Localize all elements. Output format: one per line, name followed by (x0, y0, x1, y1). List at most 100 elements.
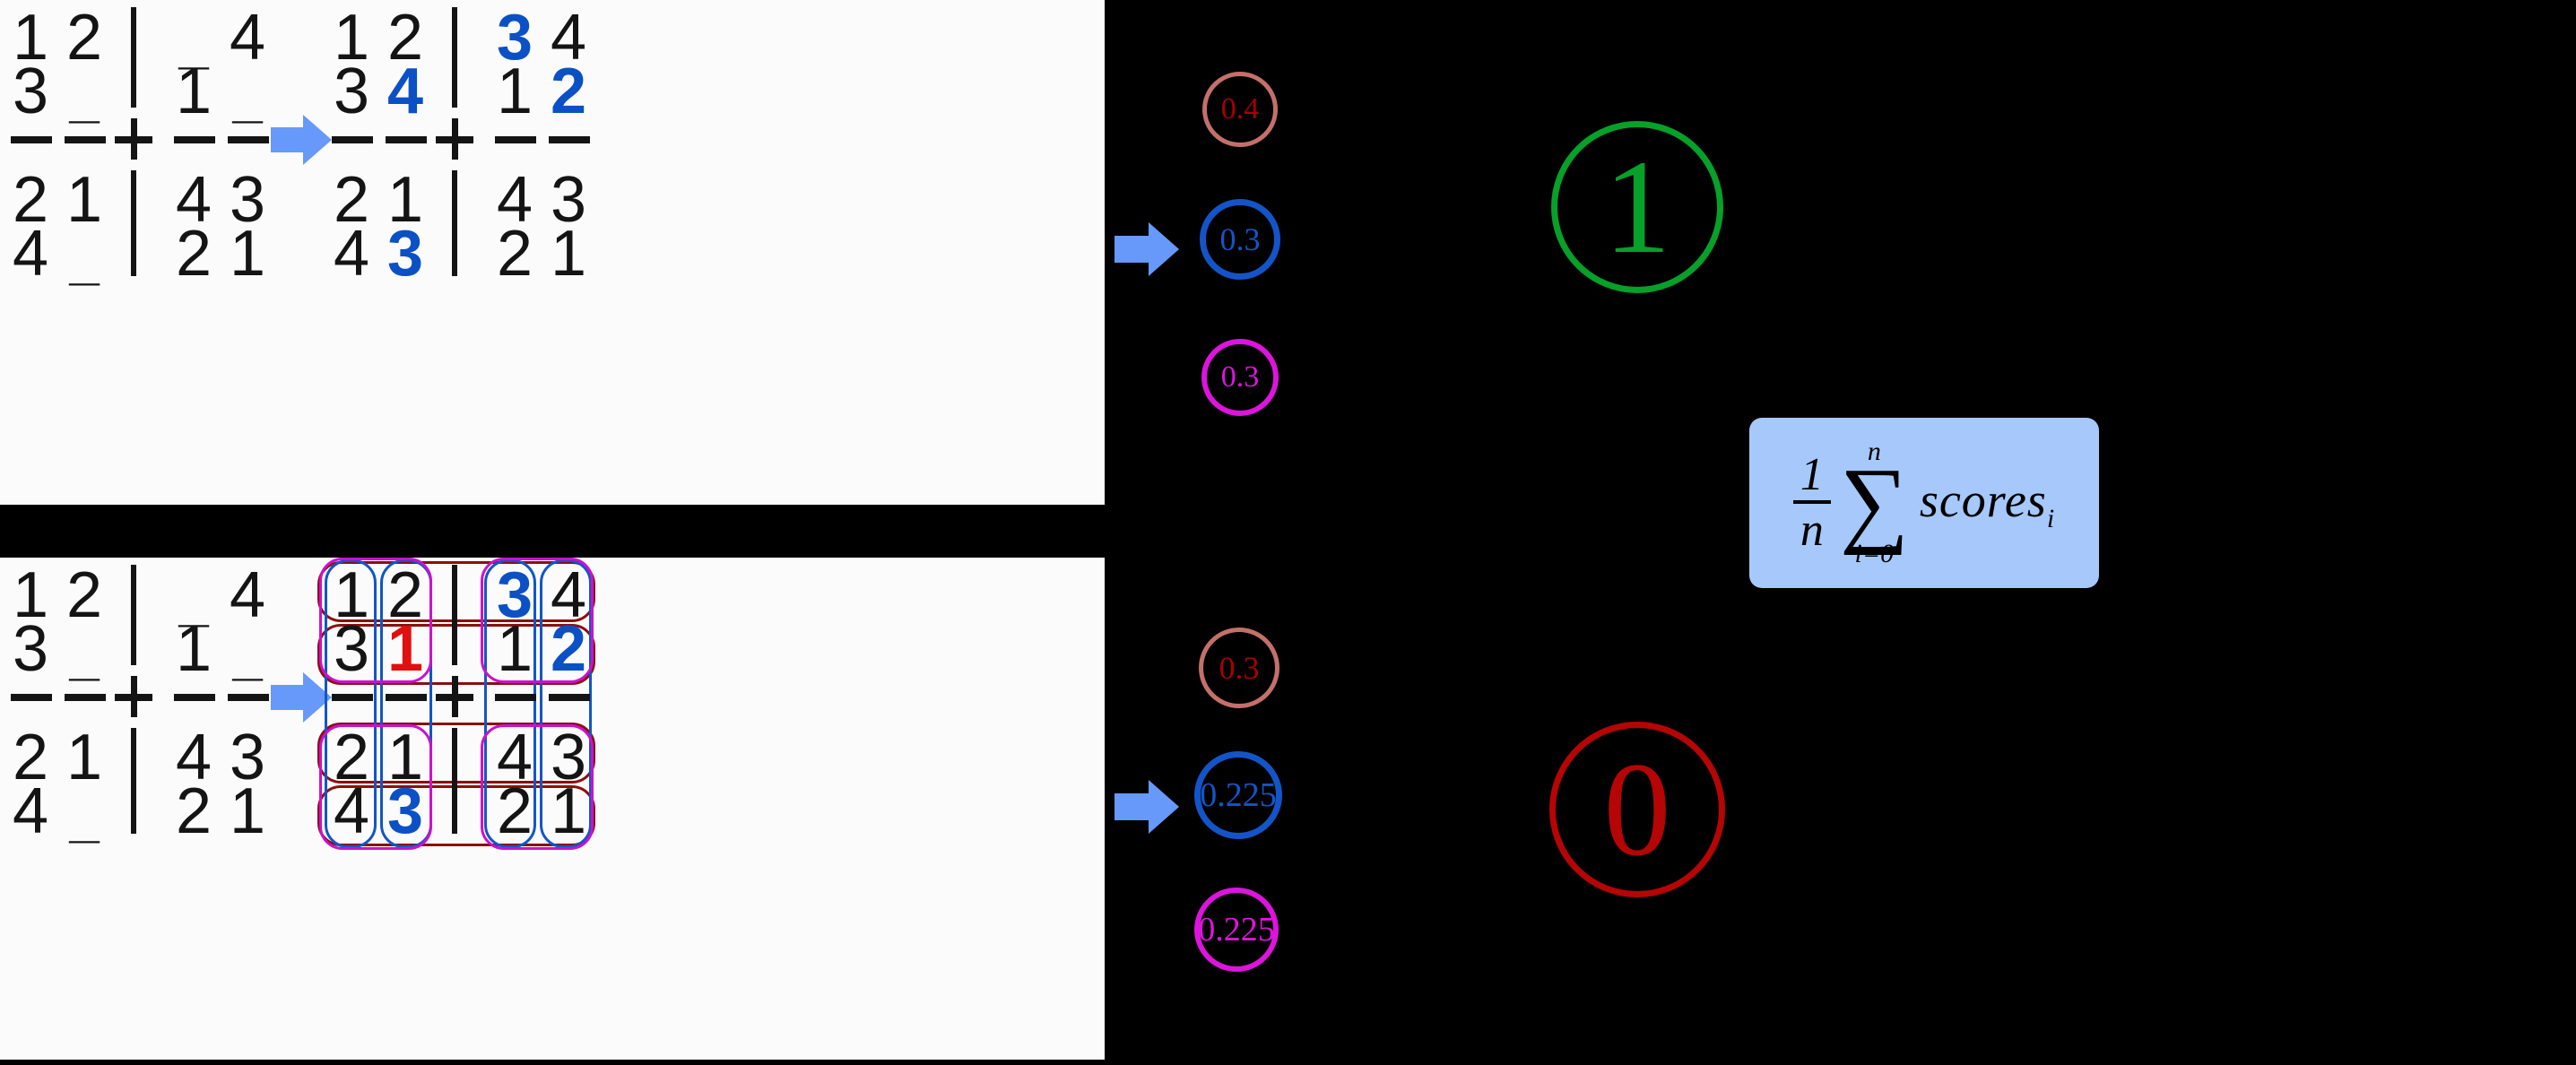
grid-horizontal-separator (495, 694, 536, 701)
puzzle-cell-r2c4: _ (232, 626, 263, 686)
attempt-cell-r4c3: 2 (496, 775, 533, 847)
grid-horizontal-separator (332, 136, 373, 143)
formula-expression: 1 n n ∑ i=0 scoresi (1792, 436, 2056, 567)
puzzle-cell-r1c3: _ (178, 572, 209, 632)
puzzle-cell-r1c2: 2 (65, 2, 103, 74)
puzzle-cell-r4c2: _ (69, 230, 100, 290)
puzzle-cell-r1c1: 1 (12, 559, 49, 631)
grid-horizontal-separator (549, 136, 590, 143)
attempt-cell-r3c4: 3 (550, 722, 587, 793)
attempt-grid-bottom: 1 2 3 4 3 1 1 2 2 1 4 3 4 3 2 1 (0, 558, 1105, 1060)
solution-cell-r1c1: 1 (333, 2, 370, 74)
puzzle-cell-r3c4: 3 (229, 722, 266, 793)
solution-cell-r3c2: 1 (386, 164, 424, 236)
right-arrow-icon (271, 672, 332, 723)
score-circle-row-bottom: 0.3 (1199, 628, 1279, 708)
right-arrow-icon-top (1115, 222, 1179, 276)
puzzle-cell-r2c2: _ (69, 626, 100, 686)
score-circle-column-top: 0.3 (1200, 199, 1280, 280)
grid-cross-separator (131, 118, 137, 160)
attempt-cell-r3c2: 1 (386, 722, 424, 793)
solution-cell-r4c4: 1 (550, 218, 587, 290)
grid-cross-separator (131, 676, 137, 717)
attempt-cell-r1c1: 1 (333, 559, 370, 631)
grid-horizontal-separator (65, 694, 106, 701)
puzzle-cell-r4c3: 2 (175, 218, 212, 290)
puzzle-cell-r4c4: 1 (229, 775, 266, 847)
score-circle-row-top: 0.4 (1202, 72, 1278, 147)
formula-term-text: scores (1919, 472, 2047, 527)
puzzle-cell-r2c2: _ (69, 68, 100, 128)
solution-cell-r2c2: 4 (386, 56, 424, 127)
puzzle-cell-r3c1: 2 (12, 164, 49, 236)
puzzle-cell-r3c3: 4 (175, 164, 212, 236)
puzzle-cell-r4c3: 2 (175, 775, 212, 847)
solution-cell-r4c1: 4 (333, 218, 370, 290)
fraction-bar (1792, 500, 1831, 505)
grid-horizontal-separator (11, 694, 52, 701)
solution-cell-r3c1: 2 (333, 164, 370, 236)
score-circle-column-bottom: 0.225 (1194, 751, 1282, 839)
column-annotation-3 (484, 559, 536, 848)
grid-vertical-separator (131, 170, 136, 276)
column-annotation-1 (325, 559, 377, 848)
right-arrow-icon (271, 115, 332, 165)
grid-vertical-separator (131, 7, 136, 108)
grid-horizontal-separator (386, 136, 427, 143)
grid-horizontal-separator (174, 136, 215, 143)
solution-cell-r3c4: 3 (550, 164, 587, 236)
attempt-cell-r4c1: 4 (333, 775, 370, 847)
box-annotation-1 (319, 558, 432, 683)
grid-vertical-separator (452, 170, 457, 276)
puzzle-grid-top: 1 2 _ 4 3 _ 1 _ 2 1 4 3 4 _ 2 1 (0, 0, 1105, 505)
puzzle-cell-r3c2: 1 (65, 722, 103, 793)
puzzle-cell-r4c4: 1 (229, 218, 266, 290)
attempt-cell-r2c3: 1 (496, 613, 533, 685)
verdict-circle-incorrect: 0 (1549, 722, 1725, 897)
box-annotation-2 (481, 558, 594, 683)
puzzle-cell-r2c1: 3 (12, 613, 49, 685)
attempt-cell-r1c3: 3 (496, 559, 533, 631)
example-panel-bottom: 1 2 _ 4 3 _ 1 _ 2 1 4 3 4 _ 2 1 (0, 558, 1105, 1060)
one-over-n-fraction: 1 n (1792, 451, 1831, 557)
formula-term-subscript: i (2046, 503, 2056, 533)
solution-cell-r1c3: 3 (496, 2, 533, 74)
puzzle-cell-r3c2: 1 (65, 164, 103, 236)
puzzle-cell-r1c4: 4 (229, 2, 266, 74)
solution-cell-r4c3: 2 (496, 218, 533, 290)
puzzle-cell-r1c2: 2 (65, 559, 103, 631)
solution-cell-r2c3: 1 (496, 56, 533, 127)
grid-horizontal-separator (228, 136, 269, 143)
puzzle-cell-r1c1: 1 (12, 2, 49, 74)
puzzle-cell-r4c1: 4 (12, 775, 49, 847)
sum-upper-limit: n (1867, 436, 1881, 466)
grid-horizontal-separator (174, 694, 215, 701)
score-circle-box-top: 0.3 (1201, 339, 1279, 416)
attempt-cell-r1c4: 4 (550, 559, 587, 631)
solution-cell-r2c4: 2 (550, 56, 587, 127)
puzzle-grid-bottom: 1 2 _ 4 3 _ 1 _ 2 1 4 3 4 _ 2 1 (0, 558, 1105, 1060)
grid-vertical-separator (131, 728, 136, 834)
sigma-icon: ∑ (1839, 448, 1909, 556)
attempt-cell-r2c1: 3 (333, 613, 370, 685)
fraction-denominator: n (1800, 505, 1824, 557)
grid-horizontal-separator (228, 694, 269, 701)
score-circle-box-bottom: 0.225 (1194, 888, 1279, 972)
attempt-cell-r4c4: 1 (550, 775, 587, 847)
grid-vertical-separator (452, 565, 457, 665)
verdict-circle-correct: 1 (1551, 121, 1723, 293)
grid-cross-separator (452, 118, 458, 160)
puzzle-cell-r2c4: _ (232, 68, 263, 128)
grid-vertical-separator (452, 7, 457, 108)
column-annotation-2 (380, 559, 432, 848)
puzzle-cell-r3c4: 3 (229, 164, 266, 236)
puzzle-cell-r3c1: 2 (12, 722, 49, 793)
column-annotation-4 (540, 559, 592, 848)
puzzle-cell-r3c3: 4 (175, 722, 212, 793)
grid-horizontal-separator (65, 136, 106, 143)
grid-horizontal-separator (386, 694, 427, 701)
grid-horizontal-separator (332, 694, 373, 701)
box-annotation-3 (319, 724, 432, 850)
solution-cell-r1c2: 2 (386, 2, 424, 74)
attempt-cell-r2c4: 2 (550, 613, 587, 685)
